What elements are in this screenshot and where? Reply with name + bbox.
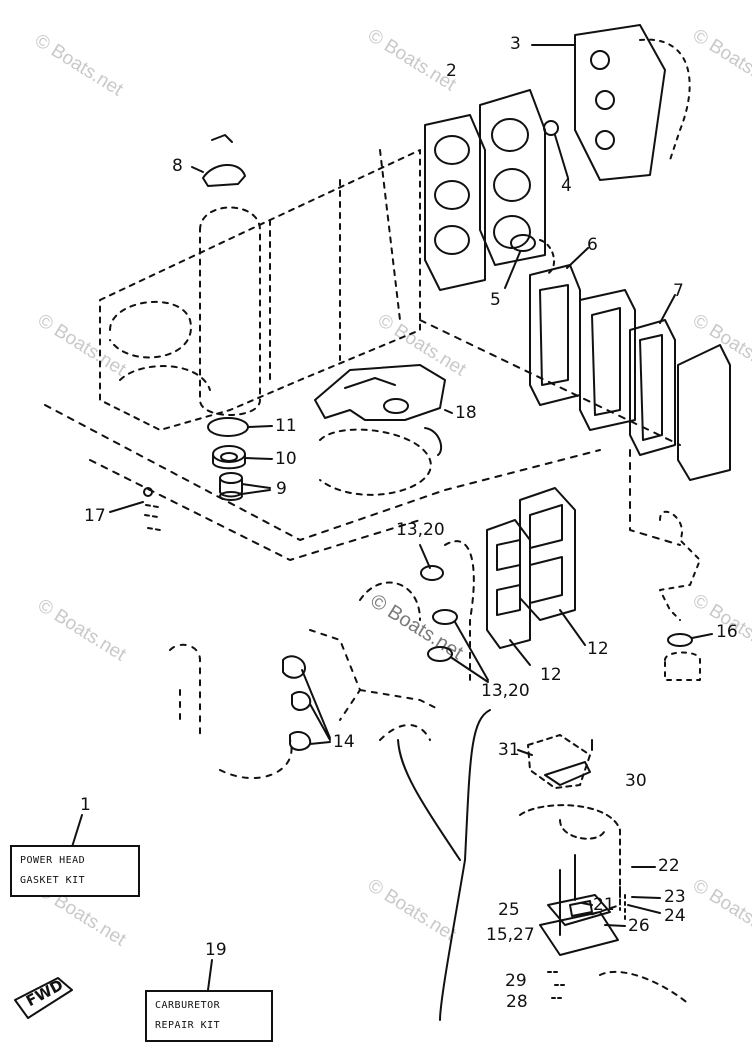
callout-23: 23 <box>664 887 686 907</box>
fwd-arrow <box>14 977 73 1019</box>
fuel-pump-outline <box>659 510 701 621</box>
callout-19: 19 <box>205 940 227 960</box>
lower-case <box>169 629 441 779</box>
callout-4: 4 <box>561 176 572 196</box>
leader-21 <box>581 902 593 906</box>
leader-19 <box>207 959 213 991</box>
crankcase-outline <box>89 459 421 561</box>
crankcase-detail <box>424 427 443 456</box>
callout-10: 10 <box>275 449 297 469</box>
callout-21: 21 <box>593 895 615 915</box>
exhaust-outer-gasket <box>629 319 676 456</box>
exhaust-cover <box>574 24 691 181</box>
leader-24 <box>627 904 661 914</box>
fuel-pump-outline <box>664 651 701 681</box>
bracket-8 <box>202 134 246 187</box>
leader-12 <box>509 639 531 666</box>
crankcase-gasket <box>314 364 446 421</box>
reed-plate-gasket <box>486 519 531 649</box>
fuel-line <box>397 739 461 861</box>
power-head-gasket-kit-box: POWER HEAD GASKET KIT <box>10 845 140 897</box>
callout-17: 17 <box>84 506 106 526</box>
leader-23 <box>631 896 661 899</box>
bushing-9 <box>219 472 243 501</box>
leader-9 <box>241 483 271 495</box>
exhaust-inner-cover <box>579 289 636 431</box>
leader-8 <box>191 166 204 173</box>
callout-2: 2 <box>446 61 457 81</box>
leader-31 <box>517 749 533 756</box>
callout-5: 5 <box>490 290 501 310</box>
leader-5 <box>504 251 521 289</box>
carburetor-kit-line2: REPAIR KIT <box>155 1020 221 1031</box>
leader-12 <box>559 609 586 646</box>
callout-29: 29 <box>505 971 527 991</box>
leader-17 <box>109 501 144 513</box>
callout-3: 3 <box>510 34 521 54</box>
leader-4 <box>554 134 569 179</box>
callout-25: 25 <box>498 900 520 920</box>
callout-30: 30 <box>625 771 647 791</box>
seal <box>510 234 536 252</box>
callout-22: 22 <box>658 856 680 876</box>
callout-8: 8 <box>172 156 183 176</box>
power-head-kit-line2: GASKET KIT <box>20 875 86 886</box>
callout-14: 14 <box>333 732 355 752</box>
leader-7 <box>659 294 676 324</box>
callout-15-27: 15,27 <box>486 925 535 945</box>
callout-16: 16 <box>716 622 738 642</box>
callout-13-20-upper: 13,20 <box>396 520 445 540</box>
carburetor-kit-line1: CARBURETOR <box>155 1000 221 1011</box>
leader-6 <box>566 247 589 269</box>
carburetor-repair-kit-box: CARBURETOR REPAIR KIT <box>145 990 273 1042</box>
screw-17 <box>143 487 161 531</box>
reed-block <box>519 487 576 621</box>
callout-9: 9 <box>276 479 287 499</box>
callout-24: 24 <box>664 906 686 926</box>
callout-13-20-lower: 13,20 <box>481 681 530 701</box>
callout-7: 7 <box>673 281 684 301</box>
callout-26: 26 <box>628 916 650 936</box>
o-ring-11 <box>207 417 249 437</box>
leader-16 <box>691 633 713 639</box>
cylinder-head-gasket <box>424 114 486 291</box>
plug <box>543 120 559 136</box>
o-ring-13-20-lower <box>427 609 489 683</box>
callout-11: 11 <box>275 416 297 436</box>
o-ring-16 <box>667 633 693 647</box>
carburetor-needle-parts <box>539 854 691 1006</box>
leader-26 <box>604 924 626 927</box>
nut-10 <box>212 445 246 470</box>
power-head-kit-line1: POWER HEAD <box>20 855 86 866</box>
callout-6: 6 <box>587 235 598 255</box>
leader-11 <box>247 425 273 428</box>
callout-1: 1 <box>80 795 91 815</box>
callout-18: 18 <box>455 403 477 423</box>
cylinder-block <box>99 149 421 431</box>
intake-outline <box>359 581 421 621</box>
gaskets-14 <box>282 655 331 751</box>
leader-1 <box>71 814 83 848</box>
crankcase-outline <box>629 449 681 546</box>
fuel-line <box>439 709 491 1021</box>
crankcase-detail <box>319 428 432 496</box>
o-ring-13-20-upper <box>419 544 444 581</box>
intake-outline <box>444 540 475 681</box>
carburetor-top <box>527 734 593 789</box>
cylinder-head <box>479 89 546 266</box>
exhaust-outer-cover <box>677 344 731 481</box>
leader-10 <box>244 457 273 460</box>
leader-18 <box>444 409 453 414</box>
carburetor-body <box>519 804 621 916</box>
callout-28: 28 <box>506 992 528 1012</box>
crankcase-outline <box>44 404 601 541</box>
callout-31: 31 <box>498 740 520 760</box>
callout-12-right: 12 <box>587 639 609 659</box>
callout-12-left: 12 <box>540 665 562 685</box>
